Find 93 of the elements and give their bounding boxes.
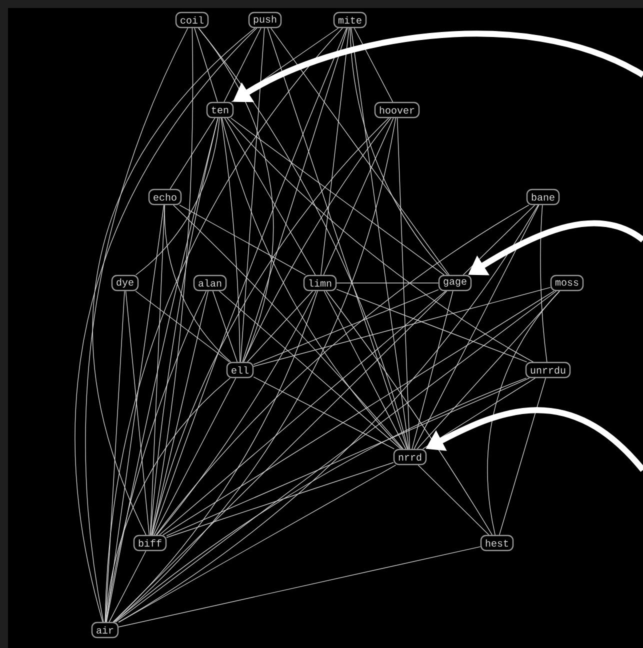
dependency-line: [150, 118, 218, 536]
dependency-line: [412, 290, 454, 450]
dependency-line: [267, 28, 408, 450]
dependency-line: [230, 118, 444, 276]
dependency-line: [354, 28, 394, 102]
dependency-line: [106, 118, 218, 622]
dependency-line: [125, 290, 150, 536]
library-box: ten: [206, 102, 234, 118]
dependency-line: [396, 118, 410, 450]
dependency-line: [247, 290, 313, 362]
dependency-line: [166, 378, 530, 536]
dependency-line: [112, 290, 448, 622]
dependency-line: [114, 118, 396, 622]
dependency-line: [159, 290, 446, 536]
dependency-line: [499, 378, 546, 536]
dependency-line: [243, 118, 392, 362]
library-box: biff: [133, 534, 167, 552]
library-box: hoover: [374, 102, 420, 118]
library-box: air: [91, 622, 119, 638]
library-box: dye: [111, 274, 139, 292]
library-box: bane: [526, 188, 560, 206]
dependency-line: [416, 290, 560, 450]
dependency-line: [118, 546, 481, 628]
dependency-line: [242, 28, 348, 362]
dependency-line: [336, 282, 439, 284]
library-box: ell: [226, 362, 254, 378]
library-box: hest: [480, 534, 514, 552]
dependency-line: [253, 376, 395, 450]
dependency-line: [218, 290, 402, 450]
dependency-line: [136, 118, 220, 276]
dependency-line: [115, 290, 557, 622]
dependency-line: [198, 28, 408, 450]
dependency-line: [253, 289, 439, 365]
library-box: push: [248, 12, 282, 28]
dependency-line: [150, 204, 165, 536]
dependency-line: [152, 28, 347, 536]
dependency-line: [422, 378, 536, 450]
dependency-line: [85, 28, 188, 622]
dependency-line: [166, 462, 394, 538]
dependency-line: [222, 118, 403, 450]
dependency-line: [114, 378, 527, 622]
library-box: nrrd: [393, 448, 427, 466]
dependency-line: [105, 290, 125, 622]
dependency-line: [154, 378, 236, 536]
dependency-line: [462, 204, 536, 276]
library-box: unrrdu: [525, 362, 571, 378]
dependency-line: [135, 290, 230, 362]
library-box: echo: [148, 188, 182, 206]
dependency-line: [336, 288, 528, 362]
dependency-line: [170, 118, 216, 190]
dependency-line: [173, 204, 404, 450]
dependency-line: [194, 28, 218, 102]
dependency-line: [106, 204, 164, 622]
dependency-line: [240, 28, 265, 362]
dependency-line: [212, 290, 238, 362]
dependency-line: [104, 28, 343, 622]
library-box: gage: [438, 274, 472, 292]
dependency-line: [226, 118, 534, 362]
dependency-line: [75, 28, 258, 622]
dependency-line: [418, 464, 490, 536]
dependency-line: [224, 28, 262, 102]
dependency-line: [253, 287, 551, 367]
library-box: mite: [333, 12, 367, 28]
library-box: coil: [175, 12, 209, 28]
dependency-line: [113, 290, 318, 622]
dependency-line: [224, 118, 316, 276]
dependency-line: [220, 118, 240, 362]
dependency-line: [270, 28, 450, 276]
library-box: limn: [303, 274, 337, 292]
dependency-line: [350, 28, 448, 276]
dependency-line: [152, 290, 208, 536]
dependency-line: [92, 28, 256, 536]
dependency-line: [350, 28, 410, 450]
dependency-line: [151, 28, 194, 536]
dependency-line: [156, 290, 316, 536]
dependency-line: [326, 290, 492, 536]
library-box: moss: [550, 274, 584, 292]
dependency-line: [320, 28, 350, 276]
dependency-line: [323, 118, 394, 276]
dependency-line: [108, 550, 146, 622]
dependency-line: [106, 290, 207, 622]
dependency-line: [152, 118, 390, 536]
dependency-line: [487, 290, 560, 536]
dependency-line: [414, 204, 540, 450]
dependency-line: [179, 204, 306, 276]
dependency-line: [118, 464, 396, 623]
library-box: alan: [193, 274, 227, 292]
dependency-line: [118, 204, 539, 623]
dependency-line: [105, 378, 230, 622]
dependency-line: [324, 290, 406, 450]
dependency-line: [540, 204, 548, 362]
dependency-line: [156, 204, 530, 536]
dependency-line: [162, 290, 554, 536]
